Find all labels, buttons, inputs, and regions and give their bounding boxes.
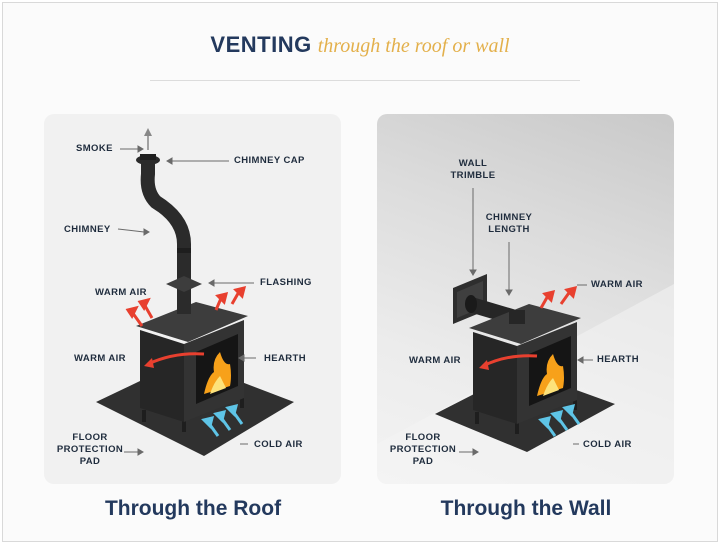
wall-caption: Through the Wall (440, 497, 612, 520)
wall-stove-illustration (377, 188, 674, 484)
title-divider (150, 80, 580, 81)
label-hearth: HEARTH (597, 354, 639, 365)
label-warm-air-top: WARM AIR (591, 279, 643, 290)
stove-side (140, 330, 184, 422)
roof-stove-illustration (96, 128, 294, 456)
label-warm-air-side: WARM AIR (74, 353, 126, 364)
warm-air-arrows-top (125, 285, 247, 327)
roof-panel: SMOKE CHIMNEY CAP CHIMNEY FLASHING WARM … (44, 114, 341, 484)
label-chimney-cap: CHIMNEY CAP (234, 155, 305, 166)
label-cold-air: COLD AIR (583, 439, 632, 450)
label-floor-protection-pad: FLOOR PROTECTION PAD (389, 432, 457, 467)
label-floor-protection-pad: FLOOR PROTECTION PAD (56, 432, 124, 467)
fire-icon (537, 354, 564, 396)
stove-top (136, 302, 248, 342)
fire-icon (204, 352, 231, 394)
label-chimney: CHIMNEY (64, 224, 111, 235)
roof-caption: Through the Roof (104, 497, 282, 520)
cold-air-arrows (201, 403, 244, 437)
wall-leader-lines (459, 188, 593, 456)
title-strong: VENTING (210, 32, 312, 57)
label-cold-air: COLD AIR (254, 439, 303, 450)
label-warm-air-side: WARM AIR (409, 355, 461, 366)
wall-panel: WALL TRIMBLE CHIMNEY LENGTH WARM AIR WAR… (377, 114, 674, 484)
cold-air-arrows (538, 403, 581, 437)
label-warm-air-top: WARM AIR (95, 287, 147, 298)
label-chimney-length: CHIMNEY LENGTH (485, 212, 533, 235)
roof-leader-lines (117, 145, 256, 456)
title-script: through the roof or wall (317, 35, 510, 57)
flashing (166, 276, 202, 292)
label-flashing: FLASHING (260, 277, 312, 288)
stove-side (473, 332, 517, 424)
label-smoke: SMOKE (76, 143, 113, 154)
chimney-pipe (140, 162, 191, 314)
warm-air-arrows-top (539, 285, 578, 309)
label-hearth: HEARTH (264, 353, 306, 364)
label-wall-trimble: WALL TRIMBLE (450, 158, 496, 181)
